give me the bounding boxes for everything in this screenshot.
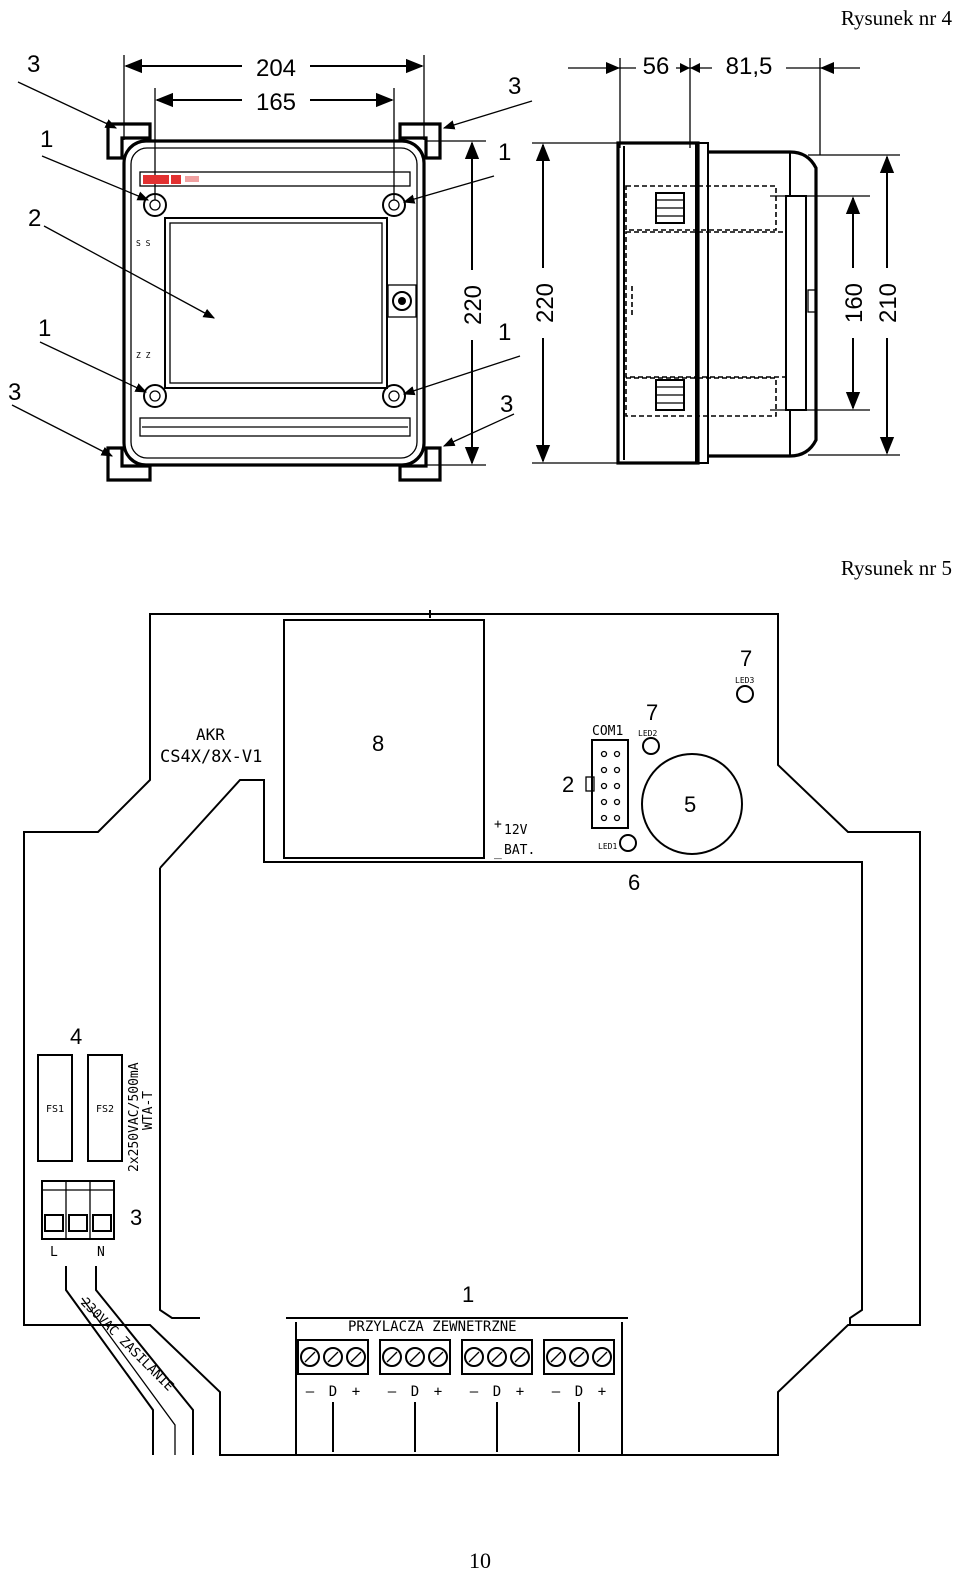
fuse-rating: 2x250VAC/500mA xyxy=(127,1062,142,1172)
fuse-fs1 xyxy=(37,1054,73,1162)
dim-204: 204 xyxy=(256,55,296,82)
terminal-sign: – xyxy=(470,1384,479,1400)
terminal-sign: D xyxy=(493,1384,501,1400)
mains-terminal xyxy=(41,1180,115,1240)
dim-220-side: 220 xyxy=(532,283,559,323)
callout-3: 3 xyxy=(130,1205,142,1230)
mount-hole-icon xyxy=(143,193,406,408)
callout-1-top-left: 1 xyxy=(40,126,53,153)
terminal-blocks: –D+–D+–D+–D+ xyxy=(297,1339,615,1452)
figure5-caption: Rysunek nr 5 xyxy=(840,556,952,580)
screw-icon xyxy=(405,1347,425,1367)
screw-icon xyxy=(487,1347,507,1367)
led1 xyxy=(619,834,637,852)
terminal-block xyxy=(543,1339,615,1375)
terminal-sign: D xyxy=(411,1384,419,1400)
callout-3-bottom-left: 3 xyxy=(8,379,21,406)
term-L: L xyxy=(50,1245,58,1260)
fuse1-label: FS1 xyxy=(46,1104,64,1115)
led1-label: LED1 xyxy=(598,842,617,851)
callout-4: 4 xyxy=(70,1024,82,1049)
figure5-diagram: 8 AKR CS4X/8X-V1 + 12V _ BAT. COM1 2 LED… xyxy=(23,610,921,1456)
figure4-diagram: 204 165 220 S S xyxy=(8,51,902,482)
dim-160: 160 xyxy=(841,283,868,323)
dim-165: 165 xyxy=(256,89,296,116)
callout-2: 2 xyxy=(562,772,574,797)
terminal-sign: + xyxy=(516,1384,524,1400)
terminal-sign: D xyxy=(575,1384,583,1400)
figure4-caption: Rysunek nr 4 xyxy=(840,6,952,30)
terminal-sign: D xyxy=(329,1384,337,1400)
screw-icon xyxy=(323,1347,343,1367)
com-connector xyxy=(591,739,629,829)
terminal-sign: + xyxy=(598,1384,606,1400)
callout-7-led3: 7 xyxy=(740,646,752,671)
screw-icon xyxy=(569,1347,589,1367)
screw-icon xyxy=(546,1347,566,1367)
callout-3-top-right: 3 xyxy=(508,73,521,100)
callout-2-display: 2 xyxy=(28,205,41,232)
screw-icon xyxy=(382,1347,402,1367)
screw-icon xyxy=(592,1347,612,1367)
term-N: N xyxy=(97,1245,105,1260)
pcb-model: CS4X/8X-V1 xyxy=(160,747,262,767)
callout-1: 1 xyxy=(462,1282,474,1307)
terminal-block xyxy=(379,1339,451,1375)
terminal-sign: – xyxy=(552,1384,561,1400)
terminal-block xyxy=(297,1339,369,1375)
pcb-brand: AKR xyxy=(196,725,225,744)
front-view: 204 165 220 S S xyxy=(8,51,533,482)
buzzer xyxy=(641,753,743,855)
screw-icon xyxy=(428,1347,448,1367)
svg-text:S S: S S xyxy=(136,239,151,248)
callout-5: 5 xyxy=(684,792,696,817)
fuse-fs2 xyxy=(87,1054,123,1162)
callout-6: 6 xyxy=(628,870,640,895)
screw-icon xyxy=(510,1347,530,1367)
terminal-sign: + xyxy=(352,1384,360,1400)
side-view: 56 81,5 220 160 210 xyxy=(532,52,902,465)
led3 xyxy=(736,685,754,703)
callout-7-led2: 7 xyxy=(646,700,658,725)
terminal-sign: + xyxy=(434,1384,442,1400)
battery-label: BAT. xyxy=(504,843,535,858)
battery-plus: + xyxy=(494,817,502,832)
terminal-sign: – xyxy=(306,1384,315,1400)
callout-1-top-right: 1 xyxy=(498,139,511,166)
fuse-type: WTA-T xyxy=(141,1091,156,1130)
page-number: 10 xyxy=(469,1548,491,1573)
terminal-sign: – xyxy=(388,1384,397,1400)
callout-3-top-left: 3 xyxy=(27,51,40,78)
callout-3-bottom-right: 3 xyxy=(500,391,513,418)
led3-label: LED3 xyxy=(735,676,754,685)
corner-clip-icon xyxy=(106,122,442,482)
com-pins xyxy=(600,750,621,822)
dim-210: 210 xyxy=(875,283,902,323)
dim-81-5: 81,5 xyxy=(726,53,773,80)
callout-1-bottom-right: 1 xyxy=(498,319,511,346)
screw-icon xyxy=(300,1347,320,1367)
battery-voltage: 12V xyxy=(504,823,528,838)
com-label: COM1 xyxy=(592,724,623,739)
screw-icon xyxy=(464,1347,484,1367)
battery-minus: _ xyxy=(494,845,502,860)
screw-icon xyxy=(346,1347,366,1367)
led2-label: LED2 xyxy=(638,729,657,738)
led2 xyxy=(642,737,660,755)
callout-1-bottom-left: 1 xyxy=(38,315,51,342)
dim-220-front: 220 xyxy=(460,285,487,325)
external-label: PRZYLACZA ZEWNETRZNE xyxy=(348,1319,517,1335)
callout-8: 8 xyxy=(372,731,384,756)
terminal-block xyxy=(461,1339,533,1375)
svg-text:Z Z: Z Z xyxy=(136,351,151,360)
dim-56: 56 xyxy=(643,53,670,80)
fuse2-label: FS2 xyxy=(96,1104,114,1115)
